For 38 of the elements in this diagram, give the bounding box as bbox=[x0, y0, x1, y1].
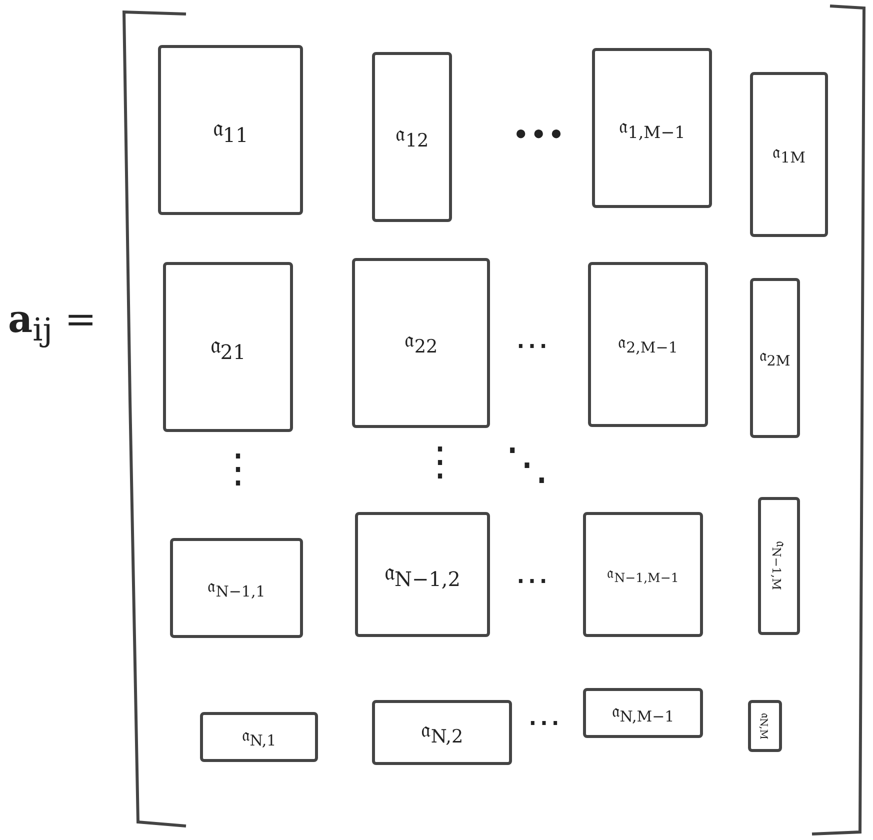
ellipsis: ⋯ bbox=[515, 560, 549, 601]
matrix-block bbox=[352, 258, 490, 428]
matrix-block bbox=[158, 45, 303, 215]
block-label: 𝔞$_{11}$ bbox=[212, 114, 248, 146]
block-label: 𝔞$_{N,1}$ bbox=[242, 724, 276, 750]
matrix-block bbox=[750, 278, 800, 438]
block-label: 𝔞$_{2M}$ bbox=[760, 346, 790, 370]
matrix-block bbox=[588, 262, 708, 427]
matrix-block bbox=[372, 700, 512, 765]
matrix-block bbox=[750, 72, 828, 237]
block-label: 𝔞$_{N−1,M−1}$ bbox=[607, 564, 679, 585]
matrix-block bbox=[583, 512, 703, 637]
matrix-block bbox=[355, 512, 490, 637]
block-label: 𝔞$_{N−1,2}$ bbox=[384, 558, 461, 591]
matrix-block bbox=[592, 48, 712, 208]
block-label: 𝔞$_{22}$ bbox=[404, 328, 438, 358]
block-label: 𝔞$_{N,2}$ bbox=[420, 718, 464, 748]
matrix-block bbox=[163, 262, 293, 432]
block-label: 𝔞$_{2,M−1}$ bbox=[618, 332, 678, 357]
matrix-symbol: a$_{ij}$ = bbox=[8, 296, 96, 349]
ellipsis: ••• bbox=[512, 118, 566, 153]
block-label: 𝔞$_{1M}$ bbox=[772, 142, 806, 167]
matrix-block bbox=[170, 538, 303, 638]
matrix-block bbox=[758, 497, 800, 635]
block-label: 𝔞$_{21}$ bbox=[210, 330, 246, 364]
vertical-ellipsis: ⋮ bbox=[420, 438, 460, 485]
ellipsis: ⋯ bbox=[527, 702, 561, 743]
vertical-ellipsis: ⋮ bbox=[218, 445, 258, 492]
block-label: 𝔞$_{1,M−1}$ bbox=[618, 114, 686, 142]
matrix-block bbox=[583, 688, 703, 738]
block-label: 𝔞$_{12}$ bbox=[395, 122, 429, 152]
matrix-block bbox=[200, 712, 318, 762]
block-label: 𝔞$_{N,M−1}$ bbox=[612, 700, 674, 726]
matrix-block bbox=[372, 52, 452, 222]
ellipsis: ⋯ bbox=[515, 325, 549, 366]
matrix-block bbox=[748, 700, 782, 752]
diagonal-ellipsis: ⋱ bbox=[505, 438, 549, 490]
block-label: 𝔞$_{N−1,1}$ bbox=[208, 576, 266, 600]
